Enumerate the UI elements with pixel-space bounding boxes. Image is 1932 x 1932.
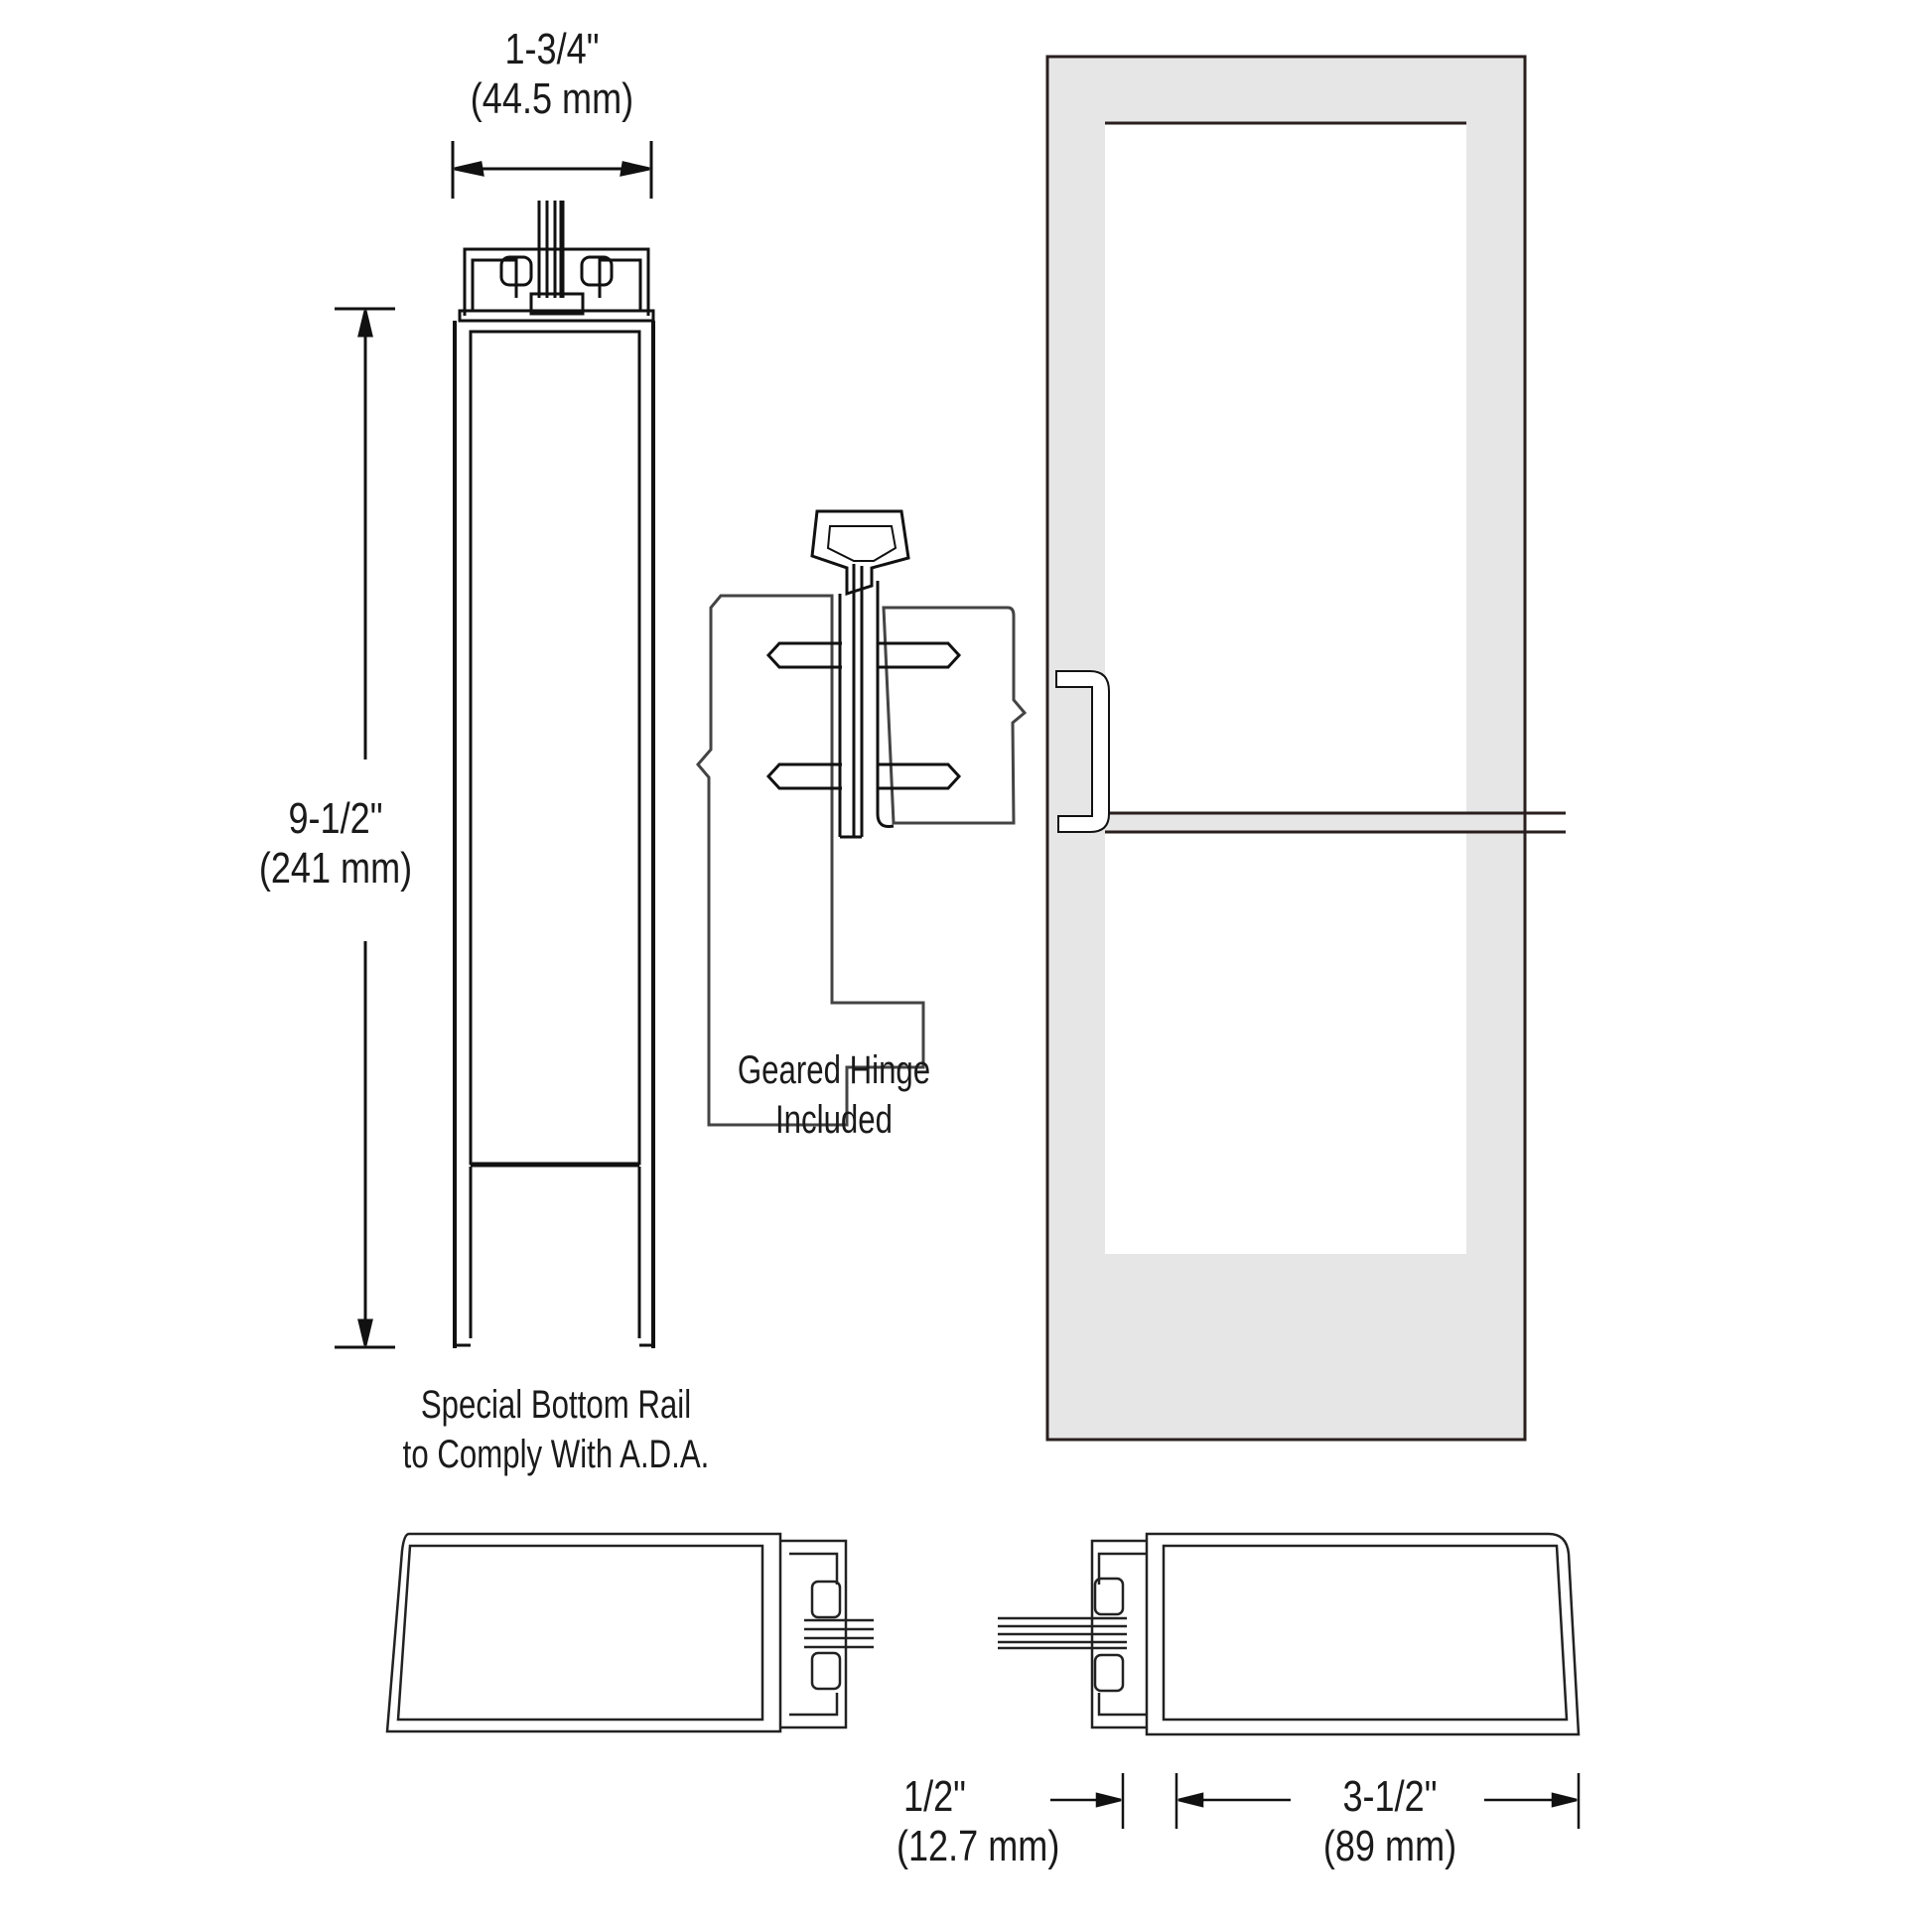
door-pull-handle	[1055, 670, 1110, 833]
plan-view-right-stile	[998, 1532, 1581, 1736]
rail-imperial: 3-1/2"	[1342, 1772, 1438, 1821]
height-metric: (241 mm)	[258, 844, 413, 893]
bottom-rail-caption: Special Bottom Rail to Comply With A.D.A…	[362, 1380, 750, 1479]
rail-metric: (89 mm)	[1322, 1822, 1457, 1870]
hinge-caption: Geared Hinge Included	[718, 1045, 950, 1145]
rail-dimension-label: 3-1/2" (89 mm)	[1309, 1772, 1471, 1871]
geared-hinge-illustration	[696, 509, 1028, 1127]
width-dimension-label: 1-3/4" (44.5 mm)	[455, 25, 650, 124]
width-imperial: 1-3/4"	[504, 25, 600, 73]
height-dimension-line	[335, 307, 395, 1349]
door-elevation	[1045, 55, 1566, 1442]
section-profile	[453, 201, 655, 1348]
height-dimension-label: 9-1/2" (241 mm)	[238, 794, 434, 894]
stile-imperial: 1/2"	[903, 1772, 966, 1821]
stile-dimension-line	[1050, 1773, 1125, 1829]
width-dimension-line	[451, 141, 653, 199]
hinge-caption-line1: Geared Hinge	[737, 1048, 931, 1092]
stile-metric: (12.7 mm)	[896, 1822, 1060, 1870]
width-metric: (44.5 mm)	[470, 74, 634, 123]
rail-dimension-line	[1174, 1773, 1581, 1829]
stile-dimension-label: 1/2" (12.7 mm)	[874, 1772, 1085, 1871]
height-imperial: 9-1/2"	[288, 794, 383, 843]
hinge-caption-line2: Included	[775, 1098, 893, 1142]
bottom-rail-caption-line2: to Comply With A.D.A.	[402, 1433, 710, 1476]
plan-view-left-stile	[385, 1532, 874, 1733]
bottom-rail-caption-line1: Special Bottom Rail	[420, 1383, 692, 1427]
